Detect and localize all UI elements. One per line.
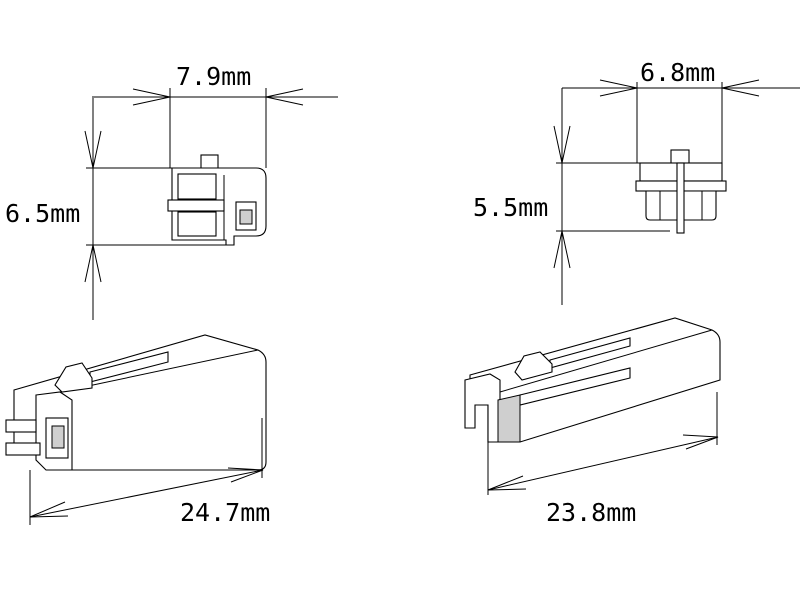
dim-length-left: 24.7mm — [180, 498, 270, 527]
dim-width-left: 7.9mm — [176, 62, 251, 91]
dim-length-right: 23.8mm — [546, 498, 636, 527]
iso-view-left — [5, 334, 267, 525]
dim-height-left: 6.5mm — [5, 199, 80, 228]
front-view-right — [553, 79, 800, 305]
dim-width-right: 6.8mm — [640, 58, 715, 87]
front-view-left — [84, 88, 338, 320]
iso-view-right — [464, 317, 721, 495]
dim-height-right: 5.5mm — [473, 193, 548, 222]
